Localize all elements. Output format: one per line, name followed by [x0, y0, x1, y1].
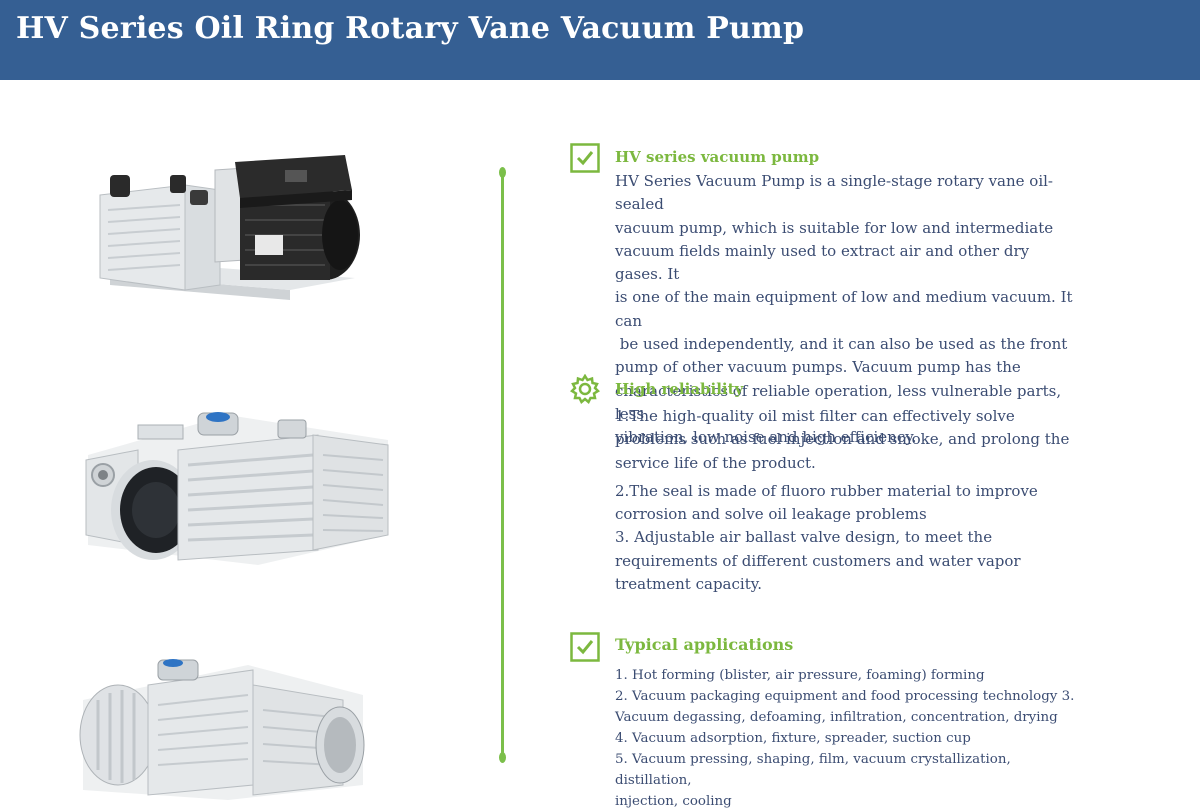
timeline-line [501, 170, 504, 760]
body-line: vibration, low noise and high efficiency… [615, 428, 917, 447]
body-line: treatment capacity. [615, 575, 762, 594]
body-line: vacuum pump, which is suitable for low a… [615, 218, 1054, 237]
section-body: HV Series Vacuum Pump is a single-stage … [615, 170, 1075, 450]
body-line: 4. Vacuum adsorption, fixture, spreader,… [615, 731, 971, 746]
page-header: HV Series Oil Ring Rotary Vane Vacuum Pu… [0, 0, 1200, 80]
page-title: HV Series Oil Ring Rotary Vane Vacuum Pu… [16, 11, 805, 46]
body-line: requirements of different customers and … [615, 551, 1021, 570]
gear-icon [570, 374, 600, 404]
body-line: 1.The high-quality oil mist filter can e… [615, 407, 1015, 425]
timeline-dot-top [499, 167, 506, 178]
body-line: problems such as fuel injection and smok… [615, 430, 1070, 449]
section-body: 1. Hot forming (blister, air pressure, f… [615, 665, 1075, 812]
body-line: is one of the main equipment of low and … [615, 288, 1073, 330]
body-line: 2. Vacuum packaging equipment and food p… [615, 689, 1075, 704]
vacuum-pump-large-image [85, 412, 389, 565]
body-line: corrosion and solve oil leakage problems [615, 505, 927, 524]
body-line: 5. Vacuum pressing, shaping, film, vacuu… [615, 752, 1011, 788]
vacuum-pump-twin-image [79, 659, 365, 800]
body-line: characteristics of reliable operation, l… [615, 381, 1062, 423]
section-title: HV series vacuum pump [615, 148, 820, 166]
body-line: Vacuum degassing, defoaming, infiltratio… [615, 710, 1058, 725]
body-line: HV Series Vacuum Pump is a single-stage … [615, 172, 1053, 214]
body-line: injection, cooling [615, 794, 732, 809]
section-title: Typical applications [615, 635, 794, 654]
body-line: vacuum fields mainly used to extract air… [615, 241, 1030, 284]
check-box-icon [570, 143, 600, 173]
section-title: High reliability [615, 380, 744, 398]
vacuum-pump-small-image [99, 155, 360, 300]
body-line: be used independently, and it can also b… [615, 335, 1068, 354]
body-line: pump of other vacuum pumps. Vacuum pump … [615, 358, 1021, 377]
body-line: 1. Hot forming (blister, air pressure, f… [615, 668, 985, 683]
body-line: 2.The seal is made of fluoro rubber mate… [615, 481, 1038, 500]
timeline-dot-bottom [499, 752, 506, 763]
body-line: 3. Adjustable air ballast valve design, … [615, 528, 993, 547]
section-body: 1.The high-quality oil mist filter can e… [615, 405, 1075, 596]
body-line: service life of the product. [615, 453, 816, 472]
check-box-icon [570, 632, 600, 662]
